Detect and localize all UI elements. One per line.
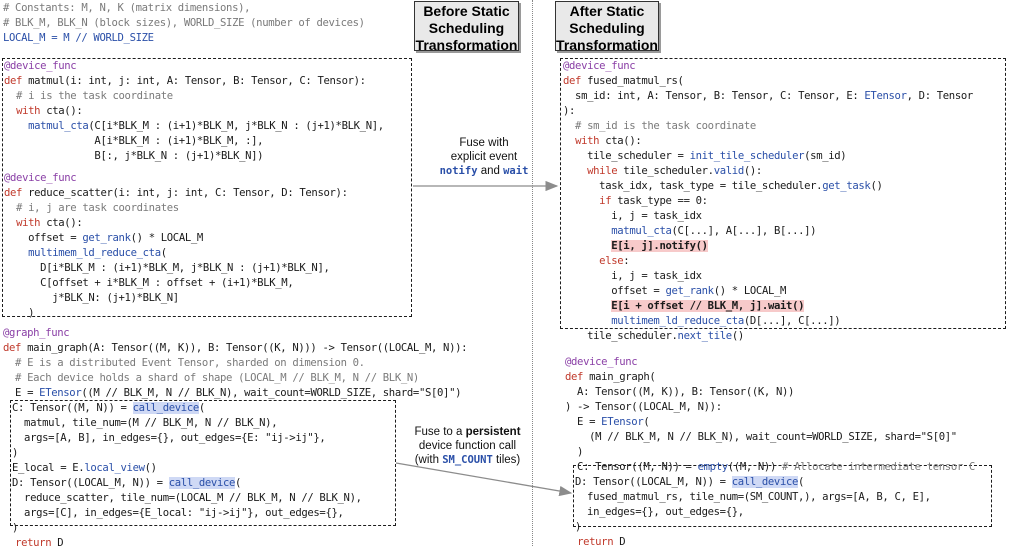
persistent-line1-pre: Fuse to a bbox=[414, 426, 466, 438]
code-line: matmul_cta(C[i*BLK_M : (i+1)*BLK_M, j*BL… bbox=[28, 120, 384, 132]
code-line: reduce_scatter, tile_num=(LOCAL_M // BLK… bbox=[12, 492, 362, 504]
persistent-line3-post: tiles) bbox=[492, 454, 521, 466]
after-header: After Static Scheduling Transformation bbox=[555, 1, 659, 53]
code-line: # sm_id is the task coordinate bbox=[563, 120, 756, 132]
code-line: ): bbox=[563, 105, 576, 117]
code-line: args=[A, B], in_edges={}, out_edges={E: … bbox=[12, 432, 326, 444]
code-line: # Each device holds a shard of shape (LO… bbox=[3, 372, 419, 384]
code-line: E[i, j].notify() bbox=[611, 240, 708, 252]
before-header: Before Static Scheduling Transformation bbox=[414, 1, 519, 53]
code-line: fused_matmul_rs, tile_num=(SM_COUNT,), a… bbox=[575, 491, 931, 503]
code-line: ) -> Tensor((LOCAL_M, N)): bbox=[565, 401, 722, 413]
code-line: def main_graph(A: Tensor((M, K)), B: Ten… bbox=[3, 342, 468, 354]
code-line: if task_type == 0: bbox=[599, 195, 708, 207]
after-fused-func-box bbox=[560, 58, 1006, 329]
code-line: @device_func bbox=[563, 60, 636, 72]
code-line: offset = get_rank() * LOCAL_M bbox=[4, 232, 203, 244]
code-line: sm_id: int, A: Tensor, B: Tensor, C: Ten… bbox=[563, 90, 973, 102]
code-line: D[i*BLK_M : (i+1)*BLK_M, j*BLK_N : (j+1)… bbox=[4, 262, 330, 274]
code-line: j*BLK_N: (j+1)*BLK_N] bbox=[4, 292, 179, 304]
code-line: B[:, j*BLK_N : (j+1)*BLK_N]) bbox=[4, 150, 264, 162]
code-line: return D bbox=[15, 537, 64, 549]
fuse-event-annotation: Fuse with explicit event notify and wait bbox=[418, 136, 550, 178]
code-line: # E is a distributed Event Tensor, shard… bbox=[3, 357, 365, 369]
code-line: E[i + offset // BLK_M, j].wait() bbox=[611, 300, 805, 312]
persistent-line3-pre: (with bbox=[414, 454, 443, 466]
wait-keyword: wait bbox=[503, 165, 529, 177]
code-line: matmul_cta(C[...], A[...], B[...]) bbox=[611, 225, 817, 237]
fuse-persistent-arrow bbox=[395, 462, 573, 497]
persistent-bold: persistent bbox=[465, 426, 521, 438]
fuse-persistent-annotation: Fuse to a persistent device function cal… bbox=[400, 425, 535, 467]
code-line: E_local = E.local_view() bbox=[12, 462, 157, 474]
fuse-event-line1: Fuse with bbox=[459, 137, 509, 149]
code-line: # i is the task coordinate bbox=[4, 90, 173, 102]
code-line: C: Tensor((M, N)) = empty((M, N)) # Allo… bbox=[565, 461, 975, 473]
before-device-funcs-box bbox=[2, 58, 412, 317]
code-line: def reduce_scatter(i: int, j: int, C: Te… bbox=[4, 187, 348, 199]
code-line: multimem_ld_reduce_cta(D[...], C[...]) bbox=[611, 315, 841, 327]
code-line: with cta(): bbox=[575, 135, 642, 147]
code-line: A: Tensor((M, K)), B: Tensor((K, N)) bbox=[565, 386, 795, 398]
code-line: C[offset + i*BLK_M : offset + (i+1)*BLK_… bbox=[4, 277, 294, 289]
code-line: @device_func bbox=[4, 172, 77, 184]
code-line: with cta(): bbox=[16, 217, 83, 229]
code-line: tile_scheduler = init_tile_scheduler(sm_… bbox=[563, 150, 847, 162]
notify-keyword: notify bbox=[439, 165, 478, 177]
code-line: # i, j are task coordinates bbox=[4, 202, 179, 214]
code-line: A[i*BLK_M : (i+1)*BLK_M, :], bbox=[4, 135, 264, 147]
code-line: D: Tensor((LOCAL_M, N)) = call_device( bbox=[12, 477, 242, 489]
code-line: @device_func bbox=[4, 60, 77, 72]
code-line: # Constants: M, N, K (matrix dimensions)… bbox=[3, 2, 251, 14]
code-line: task_idx, task_type = tile_scheduler.get… bbox=[563, 180, 883, 192]
before-header-text: Before Static Scheduling Transformation bbox=[415, 3, 518, 53]
code-line: while tile_scheduler.valid(): bbox=[587, 165, 762, 177]
persistent-line2: device function call bbox=[418, 440, 517, 452]
code-line: ) bbox=[12, 447, 19, 459]
code-line: def matmul(i: int, j: int, A: Tensor, B:… bbox=[4, 75, 366, 87]
code-line: ) bbox=[575, 521, 582, 533]
code-line: offset = get_rank() * LOCAL_M bbox=[563, 285, 787, 297]
code-line: D: Tensor((LOCAL_M, N)) = call_device( bbox=[575, 476, 805, 488]
code-line: def main_graph( bbox=[565, 371, 656, 383]
code-line: with cta(): bbox=[16, 105, 83, 117]
code-line: E = ETensor((M // BLK_M, N // BLK_N), wa… bbox=[3, 387, 462, 399]
code-line: ) bbox=[4, 307, 35, 319]
before-call-device-box bbox=[10, 400, 396, 526]
code-line: args=[C], in_edges={E_local: "ij->ij"}, … bbox=[12, 507, 344, 519]
code-line: @graph_func bbox=[3, 327, 70, 339]
code-line: ) bbox=[565, 446, 584, 458]
code-line: i, j = task_idx bbox=[563, 210, 702, 222]
panel-divider bbox=[532, 0, 533, 546]
code-line: else: bbox=[599, 255, 630, 267]
code-line: multimem_ld_reduce_cta( bbox=[28, 247, 167, 259]
code-line: LOCAL_M = M // WORLD_SIZE bbox=[3, 32, 154, 44]
after-call-device-box bbox=[573, 465, 992, 527]
code-line: ) bbox=[12, 522, 19, 534]
fuse-event-line2: explicit event bbox=[450, 151, 518, 163]
code-line: @device_func bbox=[565, 356, 638, 368]
code-line: i, j = task_idx bbox=[563, 270, 702, 282]
after-header-text: After Static Scheduling Transformation bbox=[556, 3, 658, 53]
sm-count-keyword: SM_COUNT bbox=[442, 454, 493, 466]
code-line: tile_scheduler.next_tile() bbox=[563, 330, 744, 342]
code-line: C: Tensor((M, N)) = call_device( bbox=[12, 402, 205, 414]
code-line: E = ETensor( bbox=[565, 416, 650, 428]
code-line: matmul, tile_num=(M // BLK_M, N // BLK_N… bbox=[12, 417, 278, 429]
code-line: in_edges={}, out_edges={}, bbox=[575, 506, 744, 518]
code-line: def fused_matmul_rs( bbox=[563, 75, 684, 87]
and-text: and bbox=[477, 165, 504, 177]
code-line: return D bbox=[577, 536, 626, 548]
code-line: # BLK_M, BLK_N (block sizes), WORLD_SIZE… bbox=[3, 17, 365, 29]
code-line: (M // BLK_M, N // BLK_N), wait_count=WOR… bbox=[565, 431, 957, 443]
